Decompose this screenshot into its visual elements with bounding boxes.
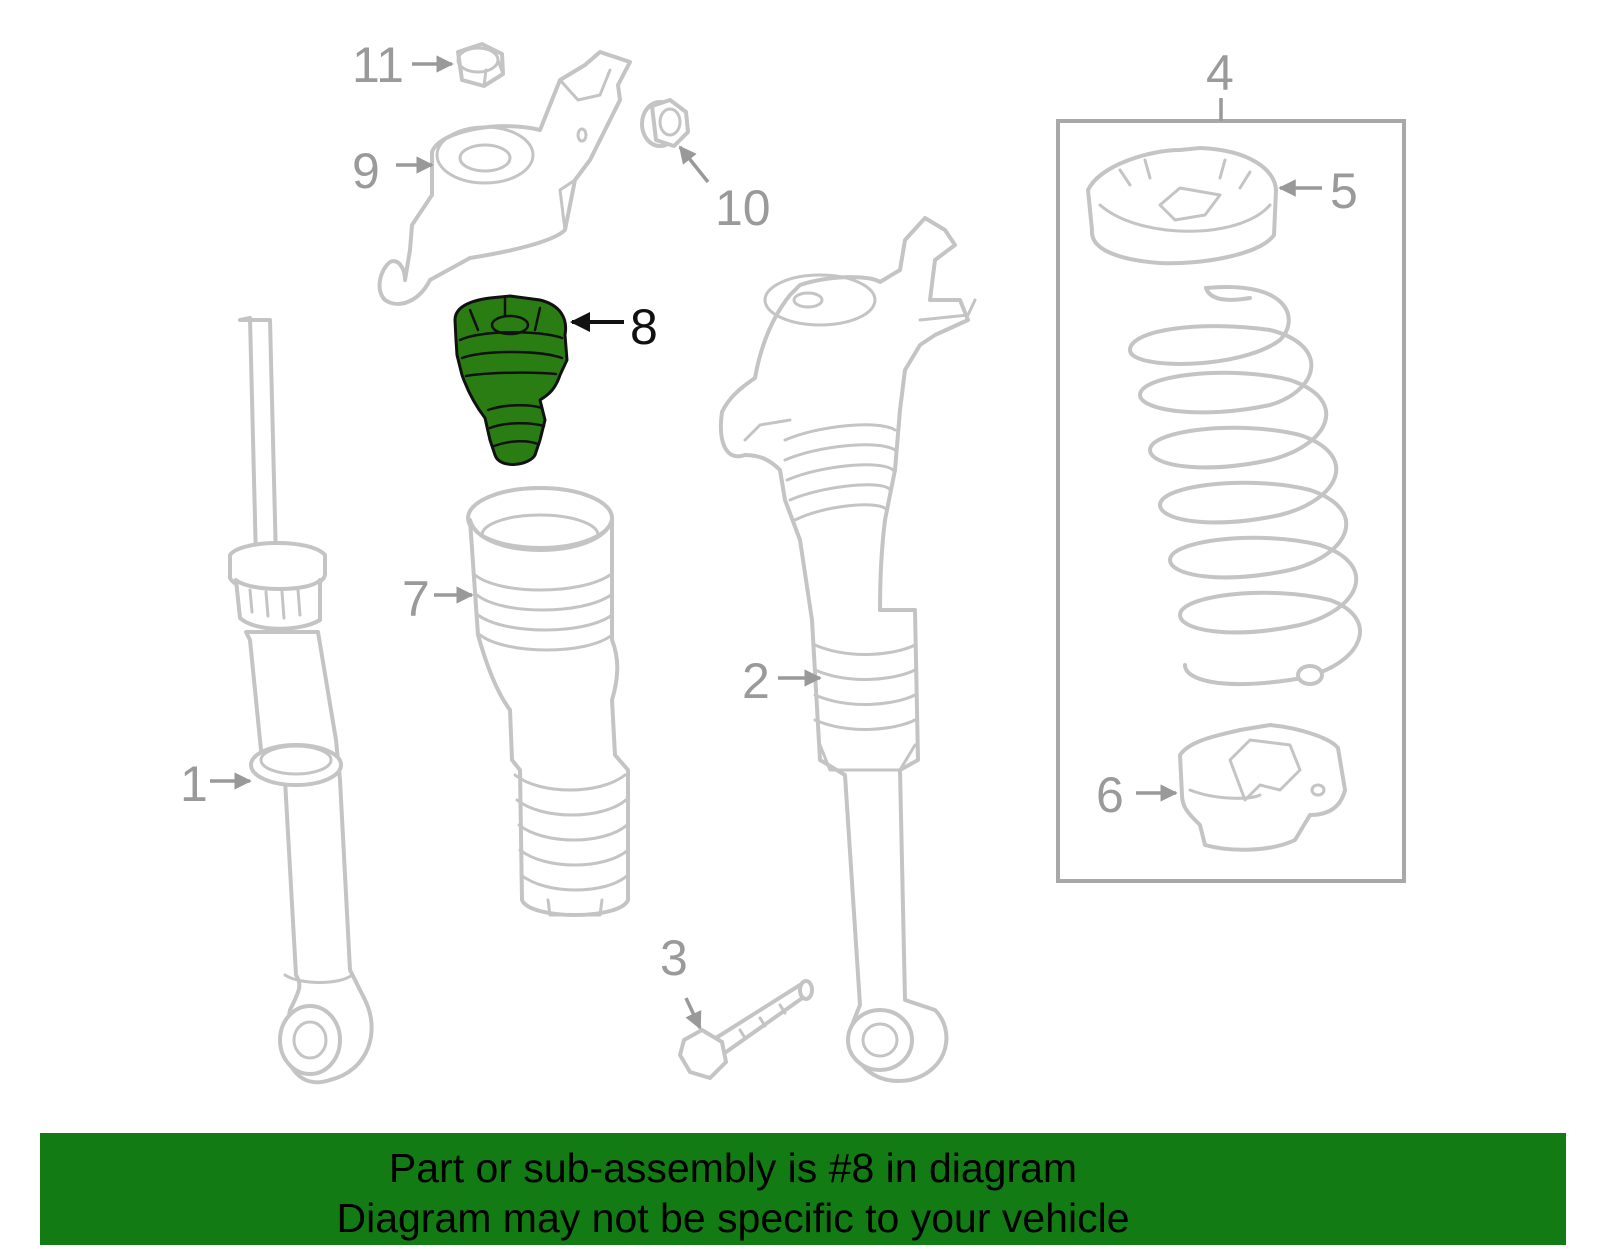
callout-2: 2 — [742, 653, 770, 709]
leader-lines — [210, 55, 1322, 1030]
callout-8: 8 — [630, 299, 658, 355]
callout-labels: 11 10 9 8 7 2 1 3 4 5 6 — [180, 37, 1358, 986]
part-11-nut — [456, 42, 505, 88]
part-4-kit-frame — [1056, 98, 1406, 883]
caption-line-2: Diagram may not be specific to your vehi… — [336, 1195, 1130, 1241]
coil-spring — [1128, 284, 1362, 686]
callout-4: 4 — [1206, 45, 1234, 101]
callout-3: 3 — [660, 930, 688, 986]
callout-11: 11 — [352, 37, 404, 93]
part-7-dust-boot — [466, 486, 630, 917]
callout-10: 10 — [715, 180, 771, 236]
callout-1: 1 — [180, 756, 208, 812]
callout-5: 5 — [1330, 163, 1358, 219]
caption-line-1: Part or sub-assembly is #8 in diagram — [388, 1145, 1078, 1191]
caption-banner: Part or sub-assembly is #8 in diagram Di… — [40, 1133, 1566, 1245]
part-9-upper-mount — [377, 50, 632, 306]
part-5-upper-spring-seat — [1086, 146, 1278, 266]
part-8-bump-stop-highlighted — [453, 294, 569, 466]
callout-9: 9 — [352, 143, 380, 199]
part-10-flange-nut — [640, 98, 690, 148]
callout-7: 7 — [402, 571, 430, 627]
part-6-lower-spring-seat — [1178, 723, 1347, 852]
part-3-bolt — [678, 979, 814, 1080]
part-1-shock-absorber — [228, 316, 374, 1085]
callout-6: 6 — [1096, 767, 1124, 823]
part-2-air-strut — [718, 216, 977, 1083]
